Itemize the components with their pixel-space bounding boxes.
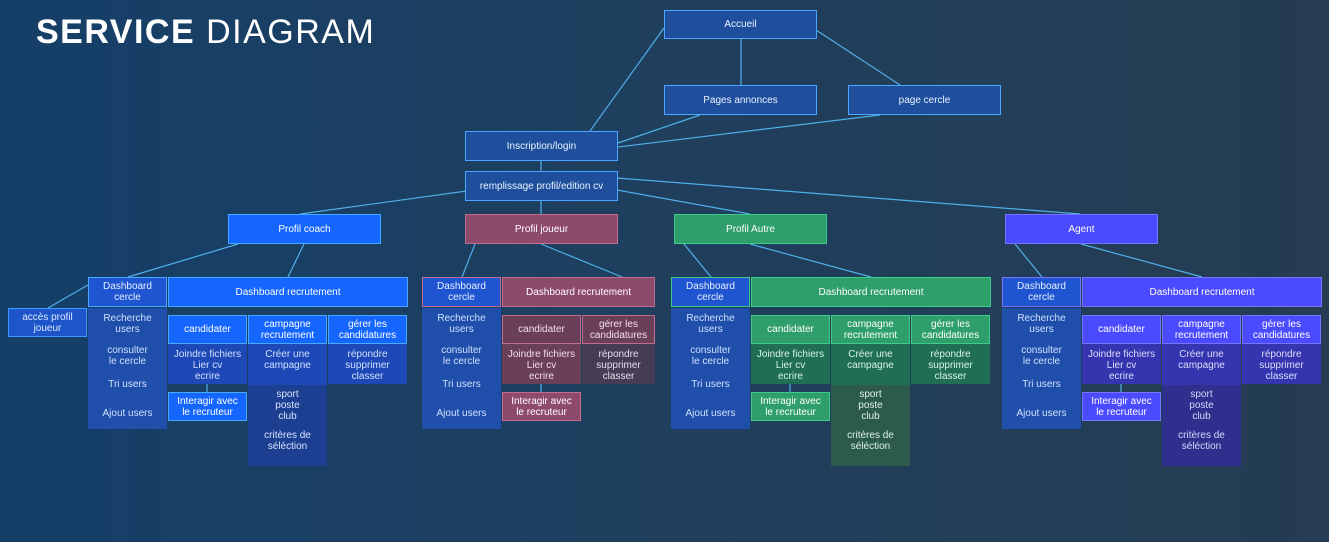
left-agent-consulter[interactable]: consulter le cercle: [1002, 340, 1081, 371]
left-coach-tri[interactable]: Tri users: [88, 371, 167, 398]
campagne-autre[interactable]: campagne recrutement: [831, 315, 910, 344]
profile-joueur[interactable]: Profil joueur: [465, 214, 618, 244]
campagne-agent[interactable]: campagne recrutement: [1162, 315, 1241, 344]
candidater-autre[interactable]: candidater: [751, 315, 830, 344]
edge-coach-dashboard: [287, 243, 305, 278]
edge-joueur-left: [461, 243, 476, 278]
node-inscription[interactable]: Inscription/login: [465, 131, 618, 161]
edge-joueur-dashboard: [540, 243, 623, 278]
node-page-cercle[interactable]: page cercle: [848, 85, 1001, 115]
left-coach-consulter[interactable]: consulter le cercle: [88, 340, 167, 371]
interagir-joueur[interactable]: Interagir avec le recruteur: [502, 392, 581, 421]
edge-autre-dashboard: [749, 243, 872, 278]
page-title: SERVICE DIAGRAM: [36, 13, 375, 52]
node-acces-profil[interactable]: accès profil joueur: [8, 308, 87, 337]
criteres-coach[interactable]: critères de séléction: [248, 425, 327, 466]
left-agent-tri[interactable]: Tri users: [1002, 371, 1081, 398]
criteres-autre[interactable]: critères de séléction: [831, 425, 910, 466]
edge-agent-left: [1014, 243, 1043, 278]
node-accueil[interactable]: Accueil: [664, 10, 817, 39]
profile-agent[interactable]: Agent: [1005, 214, 1158, 244]
gerer-autre[interactable]: gérer les candidatures: [911, 315, 990, 344]
edge-remplissage-autre: [616, 189, 751, 215]
left-joueur-recherche[interactable]: Recherche users: [422, 308, 501, 340]
interagir-autre[interactable]: Interagir avec le recruteur: [751, 392, 830, 421]
candidater-joueur[interactable]: candidater: [502, 315, 581, 344]
left-joueur-ajout[interactable]: Ajout users: [422, 398, 501, 429]
edge-accueil-inscription: [589, 27, 665, 132]
dashboard-agent[interactable]: Dashboard recrutement: [1082, 277, 1322, 307]
campagne-sub-autre[interactable]: Créer une campagne: [831, 344, 910, 385]
dashboard-autre[interactable]: Dashboard recrutement: [751, 277, 991, 307]
gerer-joueur[interactable]: gérer les candidatures: [582, 315, 655, 344]
edge-pages-inscription: [617, 114, 701, 144]
left-joueur-dashboard-cercle[interactable]: Dashboard cercle: [422, 277, 501, 307]
edge-agent-dashboard: [1080, 243, 1203, 278]
node-remplissage[interactable]: remplissage profil/edition cv: [465, 171, 618, 201]
dashboard-joueur[interactable]: Dashboard recrutement: [502, 277, 655, 307]
gerer-sub-joueur[interactable]: répondre supprimer classer: [582, 344, 655, 384]
left-joueur-consulter[interactable]: consulter le cercle: [422, 340, 501, 371]
left-agent-dashboard-cercle[interactable]: Dashboard cercle: [1002, 277, 1081, 307]
edge-cercle-inscription: [617, 114, 881, 148]
edge-accueil-cercle: [815, 29, 901, 86]
campagne-sub-agent[interactable]: Créer une campagne: [1162, 344, 1241, 385]
left-autre-dashboard-cercle[interactable]: Dashboard cercle: [671, 277, 750, 307]
criteres-agent[interactable]: critères de séléction: [1162, 425, 1241, 466]
edge-remplissage-agent: [616, 177, 1081, 215]
interagir-coach[interactable]: Interagir avec le recruteur: [168, 392, 247, 421]
left-autre-consulter[interactable]: consulter le cercle: [671, 340, 750, 371]
dashboard-coach[interactable]: Dashboard recrutement: [168, 277, 408, 307]
sport-agent[interactable]: sport poste club: [1162, 385, 1241, 425]
left-coach-ajout[interactable]: Ajout users: [88, 398, 167, 429]
title-light: DIAGRAM: [206, 13, 376, 51]
gerer-sub-autre[interactable]: répondre supprimer classer: [911, 344, 990, 384]
gerer-sub-agent[interactable]: répondre supprimer classer: [1242, 344, 1321, 384]
campagne-coach[interactable]: campagne recrutement: [248, 315, 327, 344]
edge-coach-left: [127, 243, 239, 278]
edge-autre-left: [683, 243, 712, 278]
left-autre-tri[interactable]: Tri users: [671, 371, 750, 398]
candidater-sub-autre[interactable]: Joindre fichiers Lier cv ecrire: [751, 344, 830, 384]
left-agent-ajout[interactable]: Ajout users: [1002, 398, 1081, 429]
interagir-agent[interactable]: Interagir avec le recruteur: [1082, 392, 1161, 421]
sport-coach[interactable]: sport poste club: [248, 385, 327, 425]
left-autre-recherche[interactable]: Recherche users: [671, 308, 750, 340]
candidater-sub-joueur[interactable]: Joindre fichiers Lier cv ecrire: [502, 344, 581, 384]
sport-autre[interactable]: sport poste club: [831, 385, 910, 425]
edge-coach-acces: [47, 284, 89, 309]
gerer-coach[interactable]: gérer les candidatures: [328, 315, 407, 344]
candidater-agent[interactable]: candidater: [1082, 315, 1161, 344]
left-agent-recherche[interactable]: Recherche users: [1002, 308, 1081, 340]
candidater-coach[interactable]: candidater: [168, 315, 247, 344]
left-coach-recherche[interactable]: Recherche users: [88, 308, 167, 340]
candidater-sub-coach[interactable]: Joindre fichiers Lier cv ecrire: [168, 344, 247, 384]
node-pages-annonces[interactable]: Pages annonces: [664, 85, 817, 115]
title-bold: SERVICE: [36, 13, 196, 51]
gerer-sub-coach[interactable]: répondre supprimer classer: [328, 344, 407, 384]
gerer-agent[interactable]: gérer les candidatures: [1242, 315, 1321, 344]
candidater-sub-agent[interactable]: Joindre fichiers Lier cv ecrire: [1082, 344, 1161, 384]
profile-coach[interactable]: Profil coach: [228, 214, 381, 244]
left-coach-dashboard-cercle[interactable]: Dashboard cercle: [88, 277, 167, 307]
campagne-sub-coach[interactable]: Créer une campagne: [248, 344, 327, 385]
left-autre-ajout[interactable]: Ajout users: [671, 398, 750, 429]
profile-autre[interactable]: Profil Autre: [674, 214, 827, 244]
left-joueur-tri[interactable]: Tri users: [422, 371, 501, 398]
